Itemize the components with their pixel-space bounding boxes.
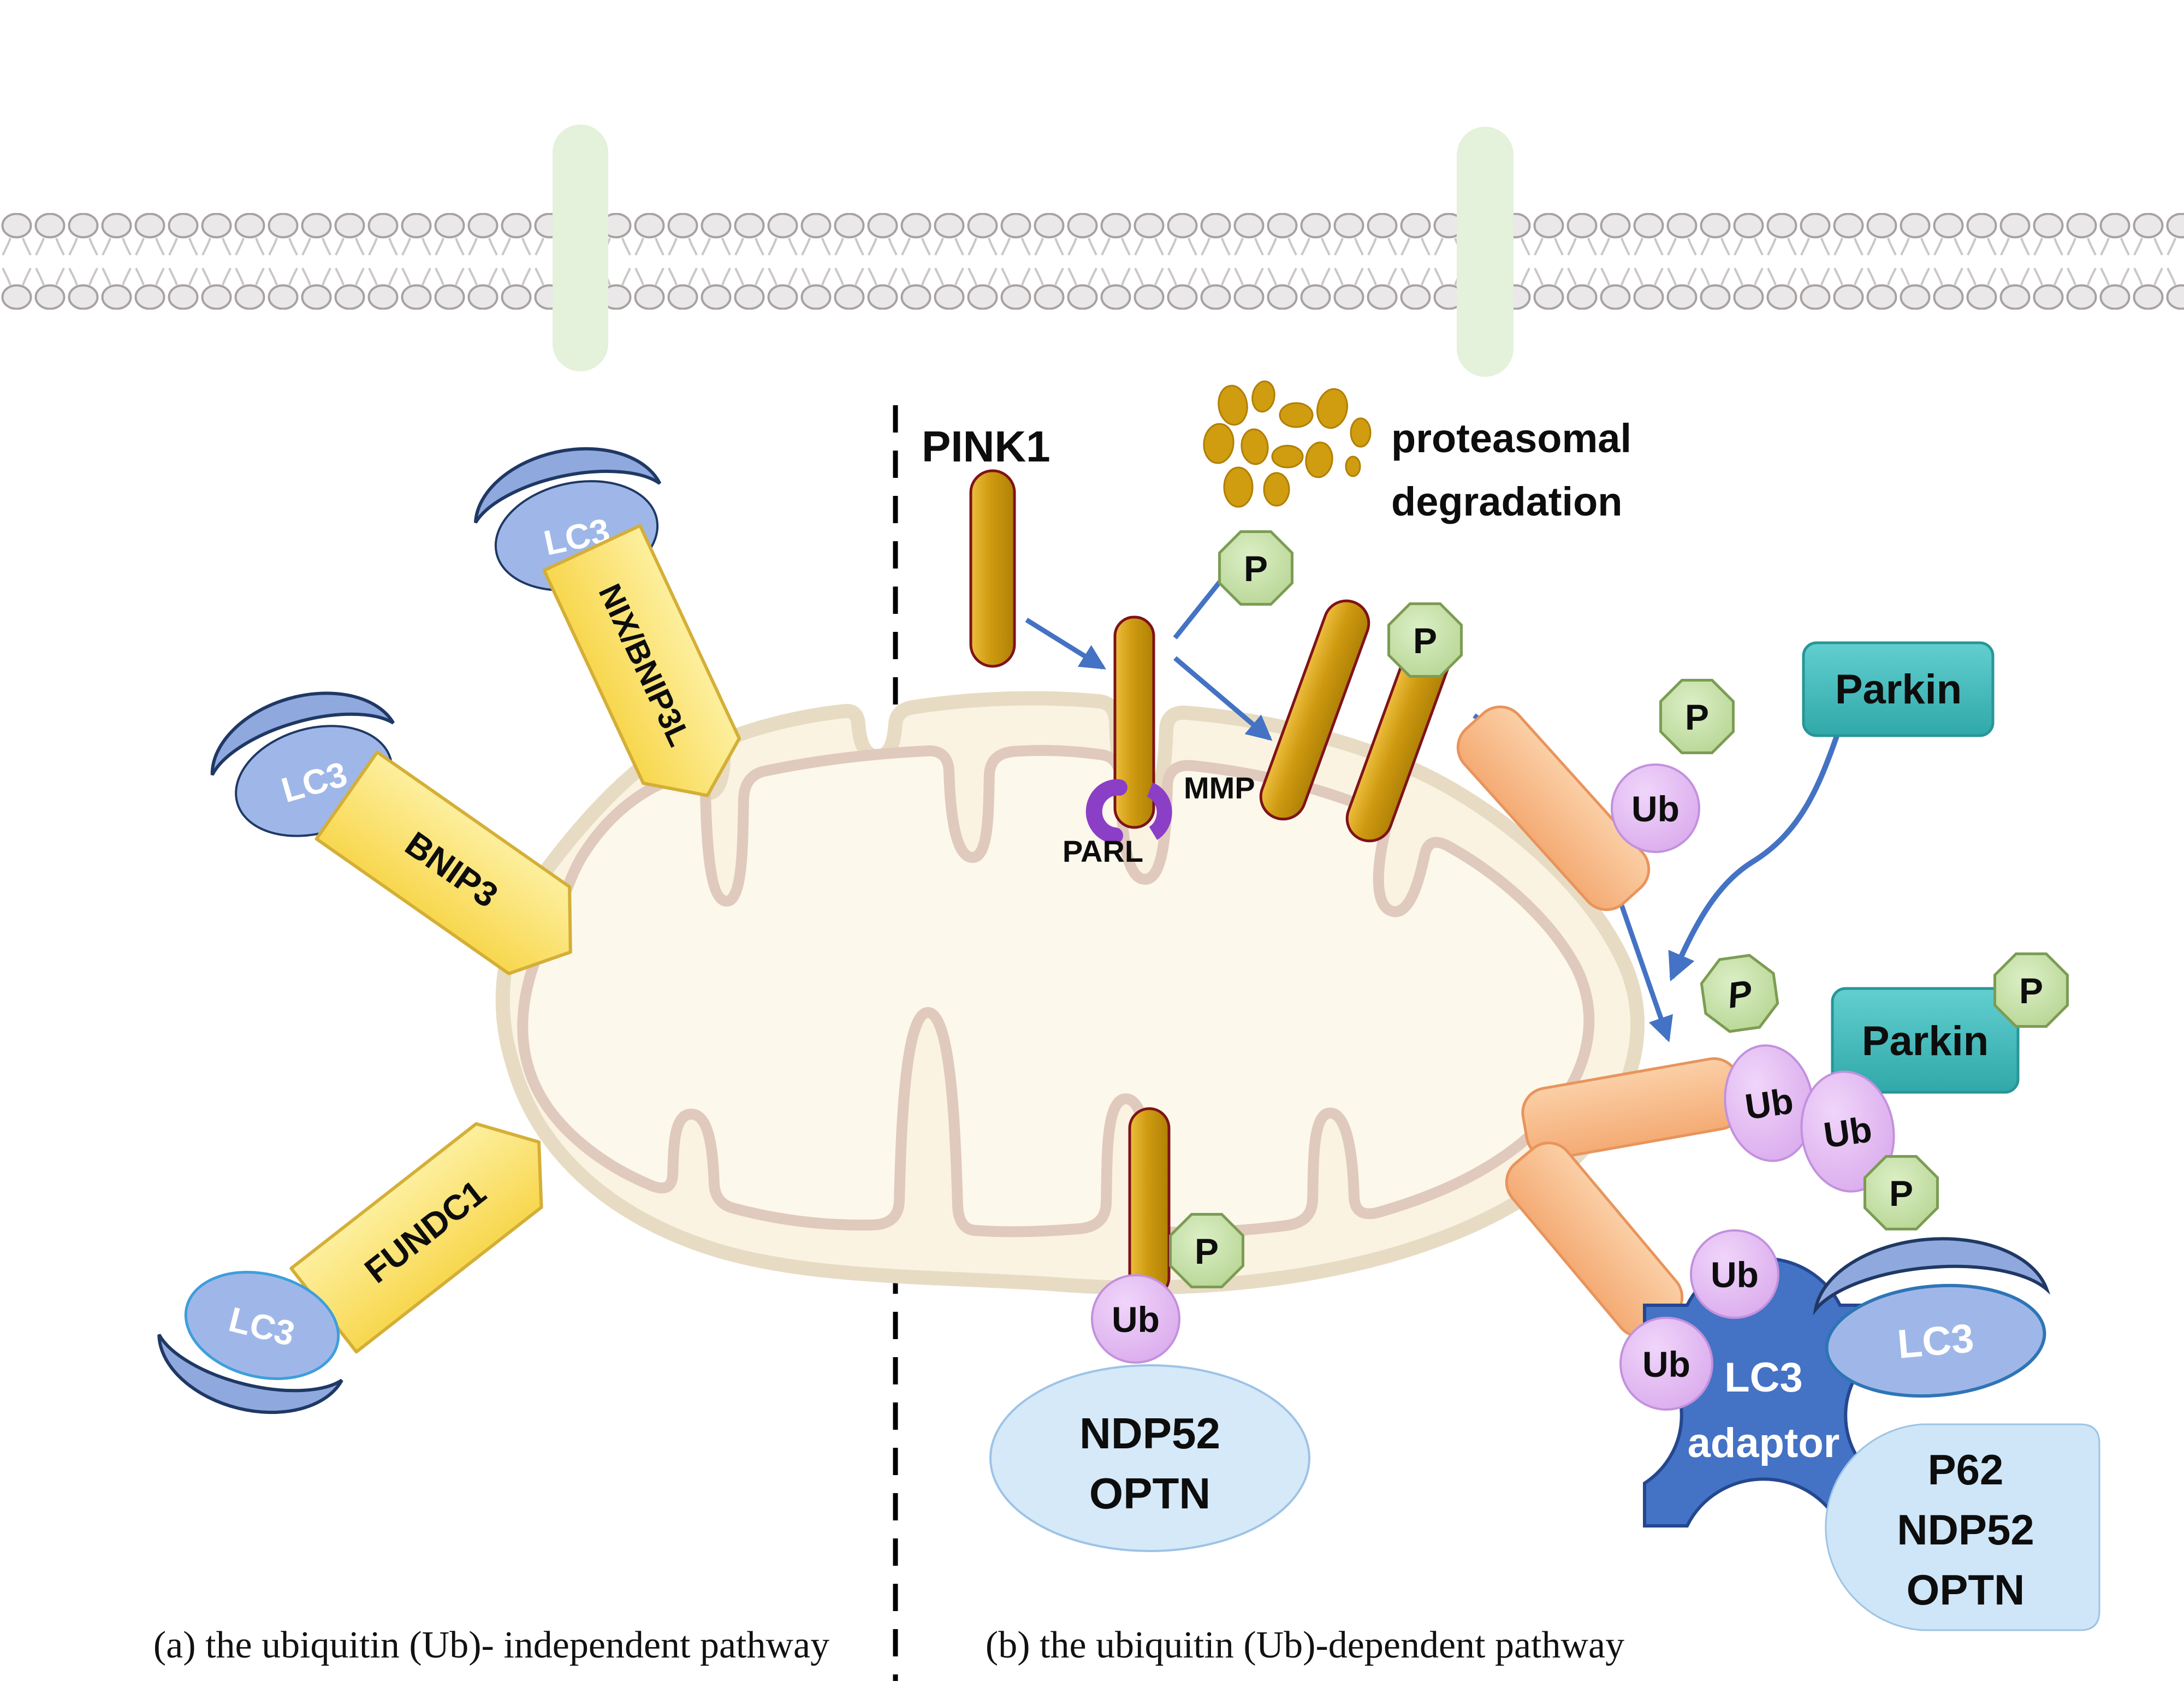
degraded-fragment	[1203, 423, 1235, 464]
phosphate-badge: P	[1993, 952, 2069, 1028]
arrow-pink1-import	[1025, 618, 1106, 670]
lc3-ellipse	[1825, 1283, 2046, 1398]
degraded-fragment	[1263, 472, 1290, 507]
proteasome-fragments	[1203, 380, 1372, 508]
ubiquitin-badge: Ub	[1091, 1274, 1180, 1364]
parkin-label: Parkin	[1835, 666, 1962, 713]
degraded-fragment	[1316, 388, 1348, 429]
optn-label: OPTN	[1089, 1469, 1210, 1518]
ubiquitin-badge: Ub	[1690, 1229, 1779, 1319]
pink1-label: PINK1	[922, 422, 1051, 471]
lc3-crescent-icon	[210, 691, 395, 776]
lc3-unit-fundc1: LC3	[157, 1271, 343, 1414]
degraded-fragment	[1241, 428, 1269, 465]
degraded-fragment	[1350, 417, 1372, 448]
phosphate-badge: P	[1700, 954, 1779, 1033]
lc3-ellipse	[184, 1271, 340, 1380]
p-label: P	[2019, 970, 2043, 1011]
p-label: P	[1195, 1231, 1219, 1271]
membrane-channel-protein-right	[1457, 127, 1514, 377]
p-label: P	[1685, 697, 1709, 737]
lipid-bilayer-membrane	[0, 213, 2184, 310]
lc3-crescent-icon	[473, 447, 662, 524]
pink1-rod-free	[969, 469, 1016, 668]
ub-label: Ub	[1112, 1299, 1160, 1340]
lc3-crescent-icon	[157, 1334, 343, 1414]
phospho-pink1-rod-1	[1259, 599, 1370, 821]
phosphate-badges: P P P P P P P	[1169, 530, 2069, 1288]
lc3-label: LC3	[1896, 1315, 1976, 1367]
receptor-banner-shape	[289, 1122, 543, 1354]
degraded-fragment	[1218, 384, 1248, 426]
ubiquitin-badge: Ub	[1619, 1317, 1713, 1411]
p-label: P	[1244, 548, 1268, 589]
mmp-label: MMP	[1184, 771, 1255, 805]
receptor-banner-shape	[314, 750, 572, 975]
mitochondrion-inner-membrane-cristae	[517, 745, 1595, 1238]
parl-label: PARL	[1063, 834, 1143, 868]
ubiquitin-badge: Ub	[1611, 763, 1700, 853]
p62-label: P62	[1928, 1446, 2004, 1494]
parkin-label: Parkin	[1862, 1018, 1989, 1064]
pink1-rod-membrane	[1113, 615, 1155, 829]
proteasomal-degradation-label-line1: proteasomal	[1391, 416, 1631, 461]
proteasomal-degradation-label-line2: degradation	[1391, 479, 1622, 524]
cargo-receptor-box-shape	[1825, 1423, 2100, 1631]
lc3-adaptor-label-line1: LC3	[1724, 1354, 1803, 1401]
parkin-box-free: Parkin	[1802, 641, 1995, 737]
ub-label: Ub	[1711, 1254, 1759, 1295]
degraded-fragment	[1223, 466, 1254, 508]
ubiquitin-badges: Ub Ub Ub Ub Ub Ub	[1091, 763, 1895, 1411]
caption-panel-b: (b) the ubiquitin (Ub)-dependent pathway	[986, 1624, 1624, 1666]
autophagy-cargo-receptor-box: P62 NDP52 OPTN	[1825, 1423, 2100, 1631]
receptor-bnip3: BNIP3	[314, 750, 572, 975]
p-label: P	[1413, 620, 1437, 661]
arrow-to-phospho-pink1	[1173, 656, 1273, 741]
phosphate-badge: P	[1863, 1155, 1939, 1230]
ndp52-label: NDP52	[1079, 1409, 1220, 1458]
phosphate-badge: P	[1169, 1213, 1244, 1288]
omm-substrate-rod-bottom	[1128, 1107, 1171, 1299]
p-label: P	[1889, 1173, 1913, 1213]
ub-label: Ub	[1642, 1344, 1690, 1384]
parl-protease-icon	[1085, 779, 1172, 844]
degraded-fragment	[1279, 402, 1314, 428]
optn-label: OPTN	[1907, 1566, 2025, 1614]
degraded-fragment	[1251, 380, 1275, 413]
phosphate-badge: P	[1659, 679, 1735, 754]
membrane-channel-protein-left	[553, 125, 608, 371]
lc3-crescent-icon	[1813, 1237, 2051, 1316]
degraded-fragment	[1271, 445, 1304, 469]
caption-panel-a: (a) the ubiquitin (Ub)- independent path…	[153, 1624, 829, 1666]
ndp52-optn-ellipse	[989, 1364, 1310, 1552]
ub-label: Ub	[1631, 789, 1679, 829]
omm-protein-rod-1	[1456, 705, 1651, 911]
degraded-fragment	[1345, 455, 1361, 477]
ubiquitin-badge: Ub	[1800, 1070, 1895, 1193]
lc3-unit-autophagosome: LC3	[1813, 1237, 2051, 1398]
parkin-box-recruited: Parkin	[1831, 987, 2020, 1094]
phosphate-badge: P	[1387, 602, 1463, 678]
ub-label: Ub	[1742, 1080, 1795, 1127]
phosphate-badge: P	[1218, 530, 1293, 606]
ub-label: Ub	[1821, 1109, 1874, 1156]
degraded-fragment	[1305, 441, 1333, 478]
receptor-banner-shape	[542, 524, 741, 797]
mitochondrion	[495, 691, 1645, 1295]
ndp52-label: NDP52	[1897, 1506, 2034, 1554]
lc3-adaptor-complex: LC3 adaptor	[1643, 1257, 1884, 1528]
lc3-adaptor-label-line2: adaptor	[1688, 1420, 1840, 1466]
arrow-parkin-recruitment	[1668, 733, 1840, 982]
